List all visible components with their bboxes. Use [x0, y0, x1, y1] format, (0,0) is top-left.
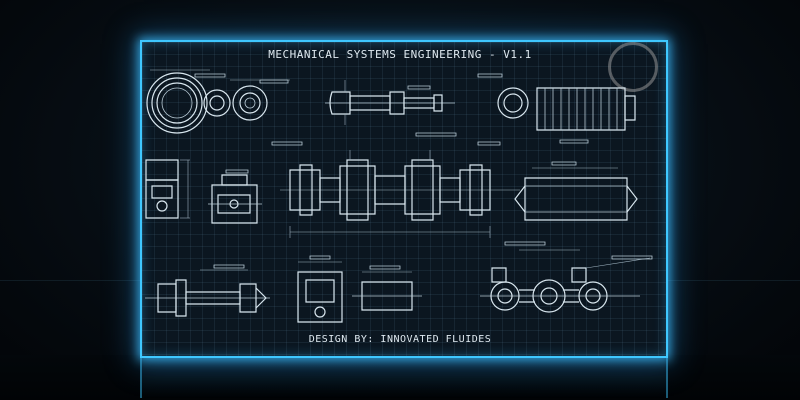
- panel-reflection: [140, 358, 668, 398]
- drawing-main-assembly: [272, 133, 520, 238]
- floor: [0, 355, 800, 400]
- drawing-ribbed-cylinder: [478, 74, 635, 143]
- ring-decoration: [608, 42, 658, 92]
- drawing-block-component: [146, 160, 190, 218]
- drawing-tapered-cylinder: [515, 162, 637, 220]
- drawing-gear-rings: [147, 70, 290, 133]
- drawing-spool: [145, 265, 270, 316]
- blueprint-title: MECHANICAL SYSTEMS ENGINEERING - V1.1: [268, 48, 532, 61]
- drawing-valve-housing: [208, 170, 262, 223]
- drawing-bearing-block: [298, 256, 342, 322]
- drawing-linkage: [480, 242, 652, 312]
- design-credit: DESIGN BY: INNOVATED FLUIDES: [308, 334, 492, 345]
- drawing-roller: [352, 266, 422, 310]
- drawing-shaft: [325, 80, 455, 125]
